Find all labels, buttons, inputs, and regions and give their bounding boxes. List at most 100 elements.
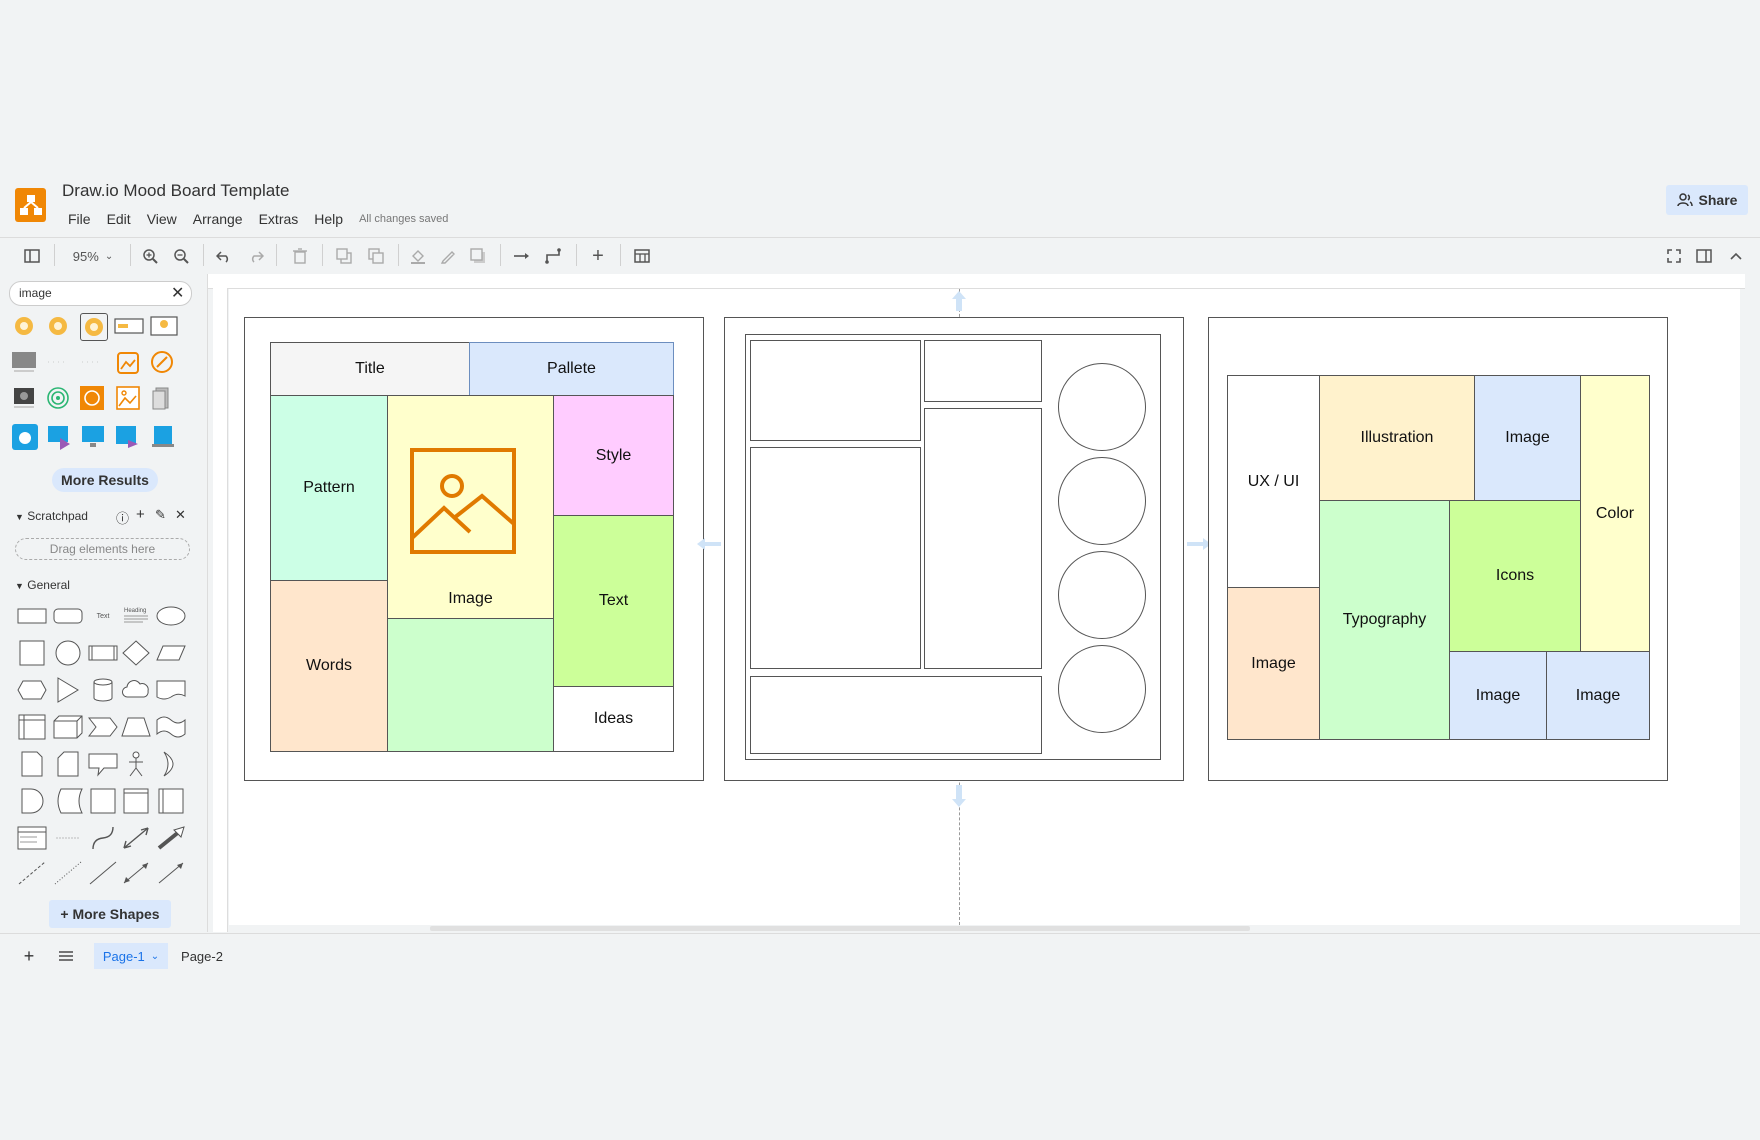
and-shape[interactable]: [17, 788, 47, 814]
image-card-icon[interactable]: [150, 316, 178, 336]
cloud-shape[interactable]: [121, 677, 151, 703]
empty-cell-2[interactable]: [924, 340, 1042, 402]
share-button[interactable]: Share: [1666, 185, 1748, 215]
horizontal-scrollbar[interactable]: [430, 926, 1250, 931]
shape-search-input[interactable]: image: [9, 281, 192, 306]
line-color-button[interactable]: [438, 246, 458, 266]
mood-board-2[interactable]: [724, 317, 1184, 781]
image-gallery-icon[interactable]: [116, 351, 140, 375]
app-logo[interactable]: [15, 188, 46, 222]
menu-extras[interactable]: Extras: [258, 211, 299, 227]
container-shape[interactable]: [88, 788, 118, 814]
list-shape[interactable]: [17, 825, 47, 851]
list-item-shape[interactable]: [53, 825, 83, 851]
image-definition-icon[interactable]: [150, 424, 176, 450]
words-cell[interactable]: Words: [270, 580, 388, 752]
undo-button[interactable]: [214, 246, 234, 266]
add-page-button[interactable]: +: [18, 943, 40, 969]
text-cell[interactable]: Text: [553, 515, 674, 687]
vertical-scrollbar[interactable]: [1745, 274, 1760, 932]
image-left-cell[interactable]: Image: [1227, 587, 1320, 740]
pallete-cell[interactable]: Pallete: [469, 342, 674, 396]
move-left-arrow-icon[interactable]: [695, 537, 723, 551]
curve-shape[interactable]: [88, 825, 118, 851]
data-storage-shape[interactable]: [53, 788, 83, 814]
menu-file[interactable]: File: [68, 211, 91, 227]
mood-board-3[interactable]: UX / UI Illustration Image Color Typogra…: [1208, 317, 1668, 781]
gear-image-icon[interactable]: [46, 314, 70, 338]
image-top-cell[interactable]: Image: [1474, 375, 1581, 501]
menu-edit[interactable]: Edit: [106, 211, 131, 227]
empty-cell-5[interactable]: [750, 676, 1042, 754]
image-bottom-1-cell[interactable]: Image: [1449, 651, 1547, 740]
empty-circle-3[interactable]: [1058, 551, 1146, 639]
image-bottom-2-cell[interactable]: Image: [1546, 651, 1650, 740]
text-shape[interactable]: Text: [88, 603, 118, 629]
empty-circle-4[interactable]: [1058, 645, 1146, 733]
move-right-arrow-icon[interactable]: [1185, 537, 1213, 551]
menu-help[interactable]: Help: [314, 211, 344, 227]
photo-dark-icon[interactable]: [12, 386, 36, 410]
waypoints-button[interactable]: [544, 246, 564, 266]
scratchpad-help-icon[interactable]: ⓘ: [116, 511, 130, 526]
directional-connector-shape[interactable]: [156, 860, 186, 886]
to-front-button[interactable]: [334, 246, 354, 266]
zoom-out-button[interactable]: [171, 246, 191, 266]
textbox-shape[interactable]: Heading: [121, 603, 151, 629]
menu-arrange[interactable]: Arrange: [192, 211, 243, 227]
image-stack-icon[interactable]: [150, 386, 174, 410]
move-up-arrow-icon[interactable]: [946, 289, 972, 313]
style-cell[interactable]: Style: [553, 395, 674, 516]
scratchpad-close-icon[interactable]: ✕: [175, 507, 186, 522]
page-tab-2[interactable]: Page-2: [176, 943, 228, 969]
redo-button[interactable]: [246, 246, 266, 266]
pages-menu-button[interactable]: [55, 943, 77, 969]
picture-icon[interactable]: [116, 386, 140, 410]
rectangle-shape[interactable]: [17, 603, 47, 629]
process-shape[interactable]: [88, 640, 118, 666]
icons-cell[interactable]: Icons: [1449, 500, 1581, 652]
empty-cell-4[interactable]: [924, 408, 1042, 669]
square-shape[interactable]: [17, 640, 47, 666]
dots-icon[interactable]: [46, 350, 70, 374]
empty-cell-1[interactable]: [750, 340, 921, 441]
circle-shape[interactable]: [53, 640, 83, 666]
delete-button[interactable]: [290, 246, 310, 266]
title-cell[interactable]: Title: [270, 342, 470, 396]
pattern-cell[interactable]: Pattern: [270, 395, 388, 581]
insert-button[interactable]: +: [588, 245, 608, 267]
photo-thumbnail-icon[interactable]: [12, 350, 36, 374]
document-title[interactable]: Draw.io Mood Board Template: [62, 181, 290, 200]
zoom-select[interactable]: 95% ⌄: [68, 246, 118, 266]
format-panel-toggle[interactable]: [22, 246, 42, 266]
green-cell[interactable]: [387, 618, 554, 752]
frame-shape[interactable]: [121, 788, 151, 814]
vertical-container-shape[interactable]: [156, 788, 186, 814]
hexagon-shape[interactable]: [17, 677, 47, 703]
empty-circle-2[interactable]: [1058, 457, 1146, 545]
image-field-icon[interactable]: [114, 318, 144, 334]
scratchpad-header[interactable]: ▼ Scratchpad: [15, 509, 88, 523]
trapezoid-shape[interactable]: [121, 714, 151, 740]
diagram-page[interactable]: Title Pallete Pattern Image Style Text W…: [229, 289, 1740, 925]
parallelogram-shape[interactable]: [156, 640, 186, 666]
bidirectional-connector-shape[interactable]: [121, 860, 151, 886]
connection-style-button[interactable]: [512, 246, 532, 266]
mood-board-1[interactable]: Title Pallete Pattern Image Style Text W…: [244, 317, 704, 781]
card-shape[interactable]: [53, 751, 83, 777]
to-back-button[interactable]: [366, 246, 386, 266]
callout-shape[interactable]: [88, 751, 118, 777]
arrow-shape[interactable]: [156, 825, 186, 851]
color-cell[interactable]: Color: [1580, 375, 1650, 652]
uxui-cell[interactable]: UX / UI: [1227, 375, 1320, 588]
media-image-icon[interactable]: [80, 386, 104, 410]
collapse-toolbar-button[interactable]: [1726, 246, 1746, 266]
fill-color-button[interactable]: [408, 246, 428, 266]
azure-image-icon[interactable]: [12, 424, 38, 450]
board-2-frame[interactable]: [745, 334, 1161, 760]
actor-shape[interactable]: [121, 751, 151, 777]
illustration-cell[interactable]: Illustration: [1319, 375, 1475, 501]
empty-cell-3[interactable]: [750, 447, 921, 669]
ellipse-shape[interactable]: [156, 603, 186, 629]
dotted-line-shape[interactable]: [53, 860, 83, 886]
